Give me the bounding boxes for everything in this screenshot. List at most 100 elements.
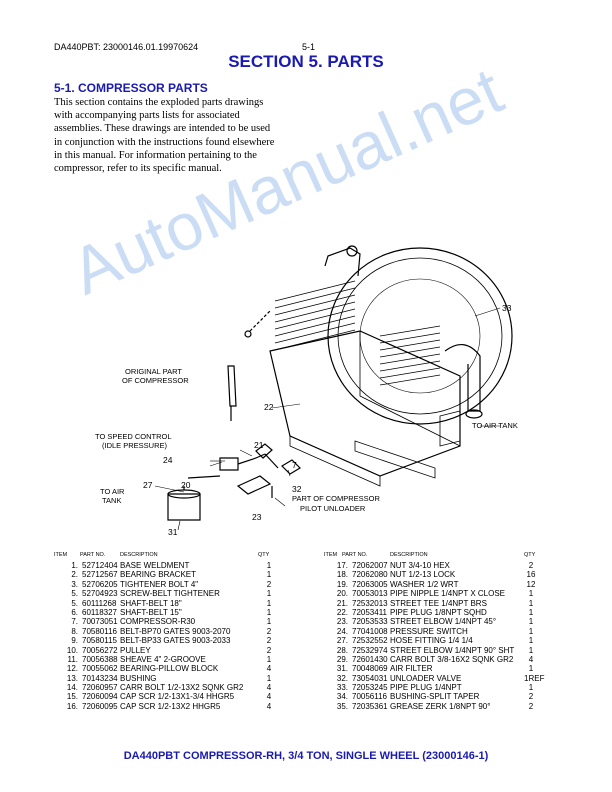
part-quantity: 1 xyxy=(266,654,272,664)
callout-23: 23 xyxy=(252,512,262,522)
part-description: COMPRESSOR-R30 xyxy=(120,617,196,627)
part-description: BASE WELDMENT xyxy=(120,561,190,570)
part-number: 70056388 xyxy=(82,654,118,664)
part-description: BEARING BRACKET xyxy=(120,570,197,580)
callout-32: 32 xyxy=(292,484,302,494)
part-quantity: 1REF xyxy=(524,673,545,683)
part-description: STREET TEE 1/4NPT BRS xyxy=(390,598,487,608)
part-number: 77041008 xyxy=(352,626,388,636)
part-item-number: 28. xyxy=(336,645,348,655)
part-description: SHAFT-BELT 18" xyxy=(120,598,182,608)
part-number: 70056272 xyxy=(82,645,118,655)
part-number: 72060095 xyxy=(82,701,118,711)
part-quantity: 4 xyxy=(266,683,272,693)
intro-line: in this manual. For information pertaini… xyxy=(54,149,257,161)
part-number: 72053245 xyxy=(352,683,388,693)
part-quantity: 1 xyxy=(266,570,272,580)
part-quantity: 2 xyxy=(266,626,272,636)
part-item-number: 32. xyxy=(336,673,348,683)
part-description: CARR BOLT 1/2-13X2 SQNK GR2 xyxy=(120,683,244,693)
part-number: 52712404 xyxy=(82,561,118,570)
part-item-number: 1. xyxy=(71,561,78,570)
part-description: TIGHTENER BOLT 4" xyxy=(120,579,199,589)
part-item-number: 7. xyxy=(71,617,78,627)
part-description: STREET ELBOW 1/4NPT 90° SHT xyxy=(390,645,515,655)
part-item-number: 27. xyxy=(336,636,348,646)
part-description: HOSE FITTING 1/4 1/4 xyxy=(390,636,473,646)
header-qty: QTY xyxy=(258,552,270,558)
intro-line: compressor, refer to its specific manual… xyxy=(54,163,222,175)
part-item-number: 16. xyxy=(66,701,78,711)
part-item-number: 24. xyxy=(336,626,348,636)
part-number: 72062007 xyxy=(352,561,388,570)
header-partno: PART NO. xyxy=(342,552,368,558)
parts-list-right: ITEM PART NO. DESCRIPTION QTY 17.7206200… xyxy=(324,552,554,711)
part-quantity: 2 xyxy=(266,636,272,646)
part-item-number: 34. xyxy=(336,692,348,702)
part-item-number: 3. xyxy=(71,579,78,589)
header-item: ITEM xyxy=(324,552,338,558)
part-quantity: 12 xyxy=(526,579,536,589)
part-number: 52706205 xyxy=(82,579,118,589)
part-description: CARR BOLT 3/8-16X2 SQNK GR2 xyxy=(390,654,514,664)
part-description: UNLOADER VALVE xyxy=(390,673,462,683)
part-quantity: 1 xyxy=(266,598,272,608)
part-number: 72532974 xyxy=(352,645,388,655)
part-quantity: 1 xyxy=(528,598,534,608)
part-description: PIPE PLUG 1/8NPT SQHD xyxy=(390,607,487,617)
part-description: PIPE PLUG 1/4NPT xyxy=(390,683,462,693)
part-item-number: 11. xyxy=(67,654,78,664)
part-quantity: 1 xyxy=(266,673,272,683)
part-quantity: 1 xyxy=(266,561,272,570)
part-quantity: 1 xyxy=(528,664,534,674)
label-to-air: TO AIR xyxy=(100,487,125,496)
part-item-number: 10. xyxy=(66,645,78,655)
part-description: WASHER 1/2 WRT xyxy=(390,579,459,589)
part-description: PIPE NIPPLE 1/4NPT X CLOSE xyxy=(390,589,506,599)
parts-header: ITEM PART NO. DESCRIPTION QTY xyxy=(324,552,554,561)
part-quantity: 1 xyxy=(528,617,534,627)
page-number: 5-1 xyxy=(302,42,316,52)
intro-line: assemblies. These drawings are intended … xyxy=(54,123,271,135)
part-quantity: 1 xyxy=(528,683,534,693)
part-item-number: 5. xyxy=(71,589,78,599)
part-item-number: 5. xyxy=(71,598,78,608)
part-quantity: 4 xyxy=(266,664,272,674)
part-description: SHEAVE 4" 2-GROOVE xyxy=(120,654,206,664)
part-number: 72532013 xyxy=(352,598,388,608)
part-description: BELT-BP70 GATES 9003-2070 xyxy=(120,626,231,636)
part-number: 72053411 xyxy=(352,607,387,617)
part-quantity: 2 xyxy=(528,561,534,570)
part-item-number: 31. xyxy=(336,664,348,674)
part-description: BUSHING-SPLIT TAPER xyxy=(390,692,480,702)
part-item-number: 9. xyxy=(71,636,78,646)
header-qty: QTY xyxy=(524,552,536,558)
part-number: 70053013 xyxy=(352,589,388,599)
part-item-number: 6. xyxy=(71,607,78,617)
callout-22: 22 xyxy=(264,402,274,412)
part-item-number: 14. xyxy=(66,683,78,693)
part-quantity: 2 xyxy=(266,579,272,589)
part-item-number: 12. xyxy=(66,664,78,674)
parts-list-left: ITEM PART NO. DESCRIPTION QTY 1.52712404… xyxy=(54,552,290,711)
part-description: SHAFT-BELT 15" xyxy=(120,607,182,617)
label-tank: TANK xyxy=(102,496,121,505)
part-number: 72532552 xyxy=(352,636,388,646)
header-description: DESCRIPTION xyxy=(120,552,158,558)
part-number: 70048069 xyxy=(352,664,388,674)
part-number: 70073051 xyxy=(82,617,118,627)
label-of-compressor: OF COMPRESSOR xyxy=(122,376,189,385)
part-number: 70580115 xyxy=(82,636,117,646)
